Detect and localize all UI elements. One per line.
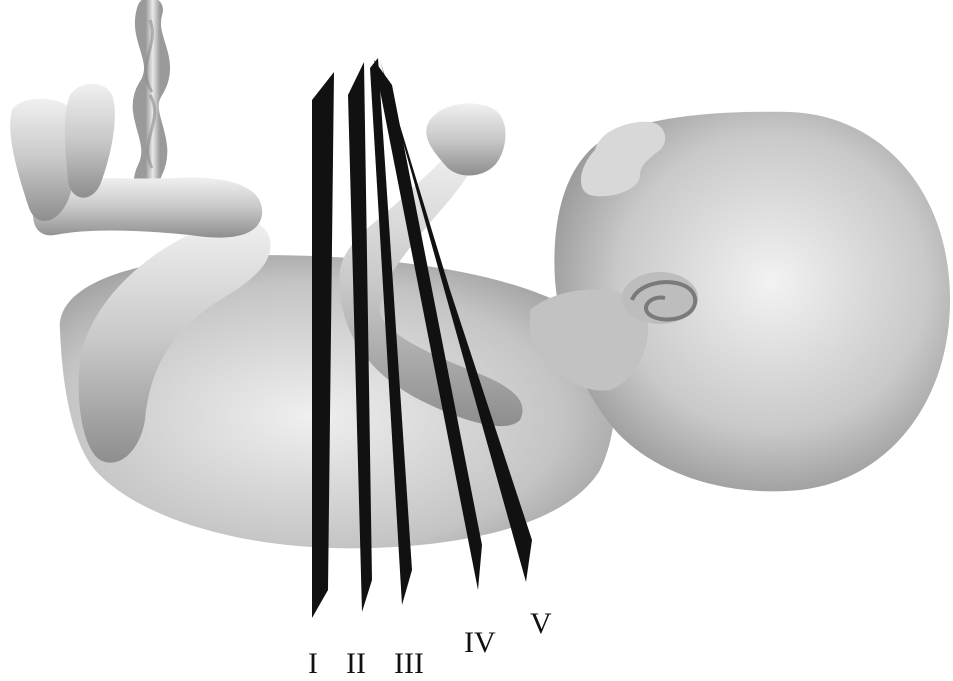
plane-label-I: I — [308, 647, 318, 680]
plane-label-II: II — [346, 647, 366, 680]
plane-label-IV: IV — [464, 626, 496, 659]
plane-labels: I II III IV V — [308, 607, 552, 680]
ear — [622, 272, 698, 324]
plane-label-V: V — [530, 607, 552, 640]
plane-label-III: III — [394, 647, 424, 680]
